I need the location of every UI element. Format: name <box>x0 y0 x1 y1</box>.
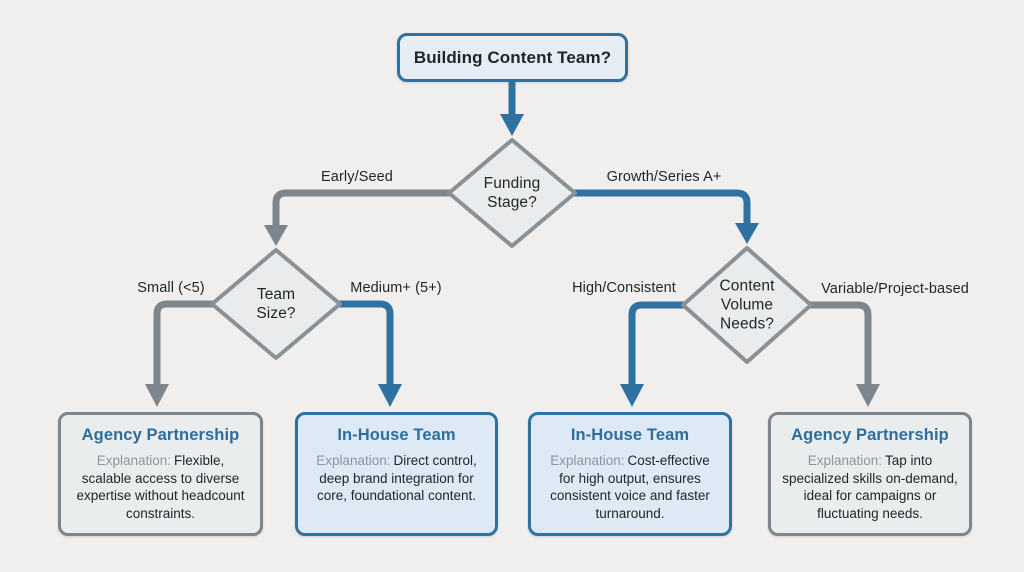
explanation-label: Explanation: <box>550 453 625 468</box>
outcome-explanation: Explanation:Direct control, deep brand i… <box>308 452 485 505</box>
decision-label-content-volume: Content Volume Needs? <box>719 277 775 333</box>
node-inhouse-team-left: In-House Team Explanation:Direct control… <box>295 412 498 536</box>
arrow-content-volume-to-agency <box>808 301 872 386</box>
outcome-title: Agency Partnership <box>81 426 240 444</box>
edge-label-variable-project: Variable/Project-based <box>821 281 969 297</box>
explanation-text: Tap into specialized skills on-demand, i… <box>782 453 958 521</box>
arrowhead-content-volume-to-inhouse <box>620 384 644 407</box>
edge-label-small: Small (<5) <box>137 280 205 296</box>
decision-label-funding-stage: Funding Stage? <box>483 175 541 211</box>
edge-label-early-seed: Early/Seed <box>321 169 393 185</box>
node-agency-partnership-right: Agency Partnership Explanation:Tap into … <box>768 412 972 536</box>
diamond-team-size <box>210 248 342 360</box>
arrow-funding-to-content-volume <box>572 189 751 225</box>
arrowhead-funding-to-content-volume <box>735 223 759 244</box>
outcome-title: In-House Team <box>570 426 690 444</box>
decision-label-team-size: Team Size? <box>256 286 296 322</box>
arrow-content-volume-to-inhouse <box>628 301 686 386</box>
outcome-title: In-House Team <box>337 426 456 444</box>
edge-label-high-consistent: High/Consistent <box>572 280 676 296</box>
node-agency-partnership-left: Agency Partnership Explanation:Flexible,… <box>58 412 263 536</box>
explanation-label: Explanation: <box>807 453 882 468</box>
arrowhead-content-volume-to-agency <box>856 384 880 407</box>
arrowhead-team-size-to-inhouse <box>378 384 402 407</box>
arrowhead-funding-to-team-size <box>264 225 288 246</box>
node-inhouse-team-right: In-House Team Explanation:Cost-effective… <box>528 412 732 536</box>
arrow-funding-to-team-size <box>272 189 452 227</box>
explanation-label: Explanation: <box>316 453 391 468</box>
explanation-text: Cost-effective for high output, ensures … <box>550 453 710 521</box>
node-building-content-team: Building Content Team? <box>397 33 628 82</box>
diamond-content-volume <box>681 246 813 364</box>
outcome-title: Agency Partnership <box>791 426 949 444</box>
explanation-text: Flexible, scalable access to diverse exp… <box>76 453 245 521</box>
outcome-explanation: Explanation:Tap into specialized skills … <box>781 452 959 522</box>
edge-label-growth-series: Growth/Series A+ <box>606 169 722 185</box>
arrow-team-size-to-inhouse <box>337 300 394 386</box>
outcome-explanation: Explanation:Flexible, scalable access to… <box>71 452 250 522</box>
arrowhead-team-size-to-agency <box>145 384 169 407</box>
edge-label-medium: Medium+ (5+) <box>350 280 442 296</box>
arrowhead-root-to-funding <box>500 114 524 136</box>
explanation-label: Explanation: <box>96 453 172 468</box>
diamond-funding-stage <box>447 138 577 248</box>
root-label: Building Content Team? <box>413 47 612 67</box>
explanation-text: Direct control, deep brand integration f… <box>316 453 477 504</box>
outcome-explanation: Explanation:Cost-effective for high outp… <box>541 452 719 522</box>
arrow-team-size-to-agency <box>153 300 215 386</box>
